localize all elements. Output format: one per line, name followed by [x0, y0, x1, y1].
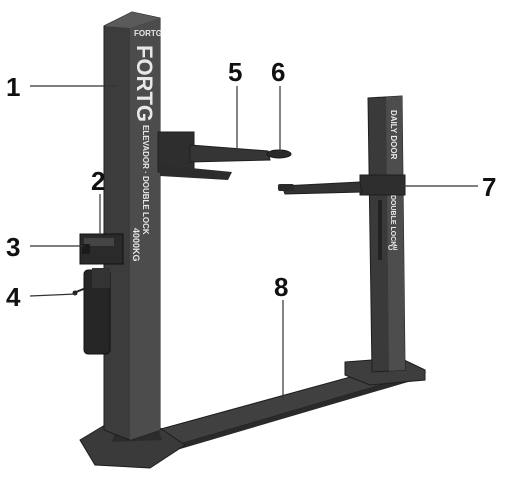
right-post-label-1: DAILY DOOR [389, 110, 398, 160]
right-lift-arm [281, 181, 363, 195]
right-lift-pad [278, 184, 294, 191]
control-box-lid [84, 238, 114, 246]
left-lift-arm [189, 144, 271, 163]
left-lift-pad [266, 149, 292, 159]
ce-mark: CE [388, 245, 398, 252]
callout-number-4: 4 [6, 282, 21, 312]
right-post-face [386, 96, 405, 371]
floor-plate-edge [170, 372, 425, 452]
right-carriage [359, 174, 406, 196]
callout-number-1: 1 [6, 72, 20, 102]
callout-number-6: 6 [271, 57, 285, 87]
callout-number-3: 3 [6, 232, 20, 262]
callout-number-5: 5 [228, 57, 242, 87]
right-post-slot [378, 200, 382, 260]
post-capacity-text: 4000KG [131, 228, 141, 262]
left-post-face [130, 18, 160, 440]
callout-number-2: 2 [91, 166, 105, 196]
left-lower-arm [160, 165, 232, 180]
post-logo-small: FORTG [134, 29, 162, 38]
callout-number-7: 7 [482, 172, 496, 202]
callout-number-8: 8 [274, 272, 288, 302]
pump-motor [92, 268, 110, 288]
pump-handle-knob [72, 290, 78, 296]
post-model-text: ELEVADOR · DOUBLE LOCK [141, 125, 150, 235]
post-logo-large: FORTG [132, 45, 157, 122]
pump-handle [75, 287, 87, 293]
callout-leader-4 [29, 293, 77, 297]
left-post-top [104, 12, 160, 28]
right-post-label-2: DOUBLE LOCK [389, 195, 396, 246]
power-switch [82, 244, 90, 254]
